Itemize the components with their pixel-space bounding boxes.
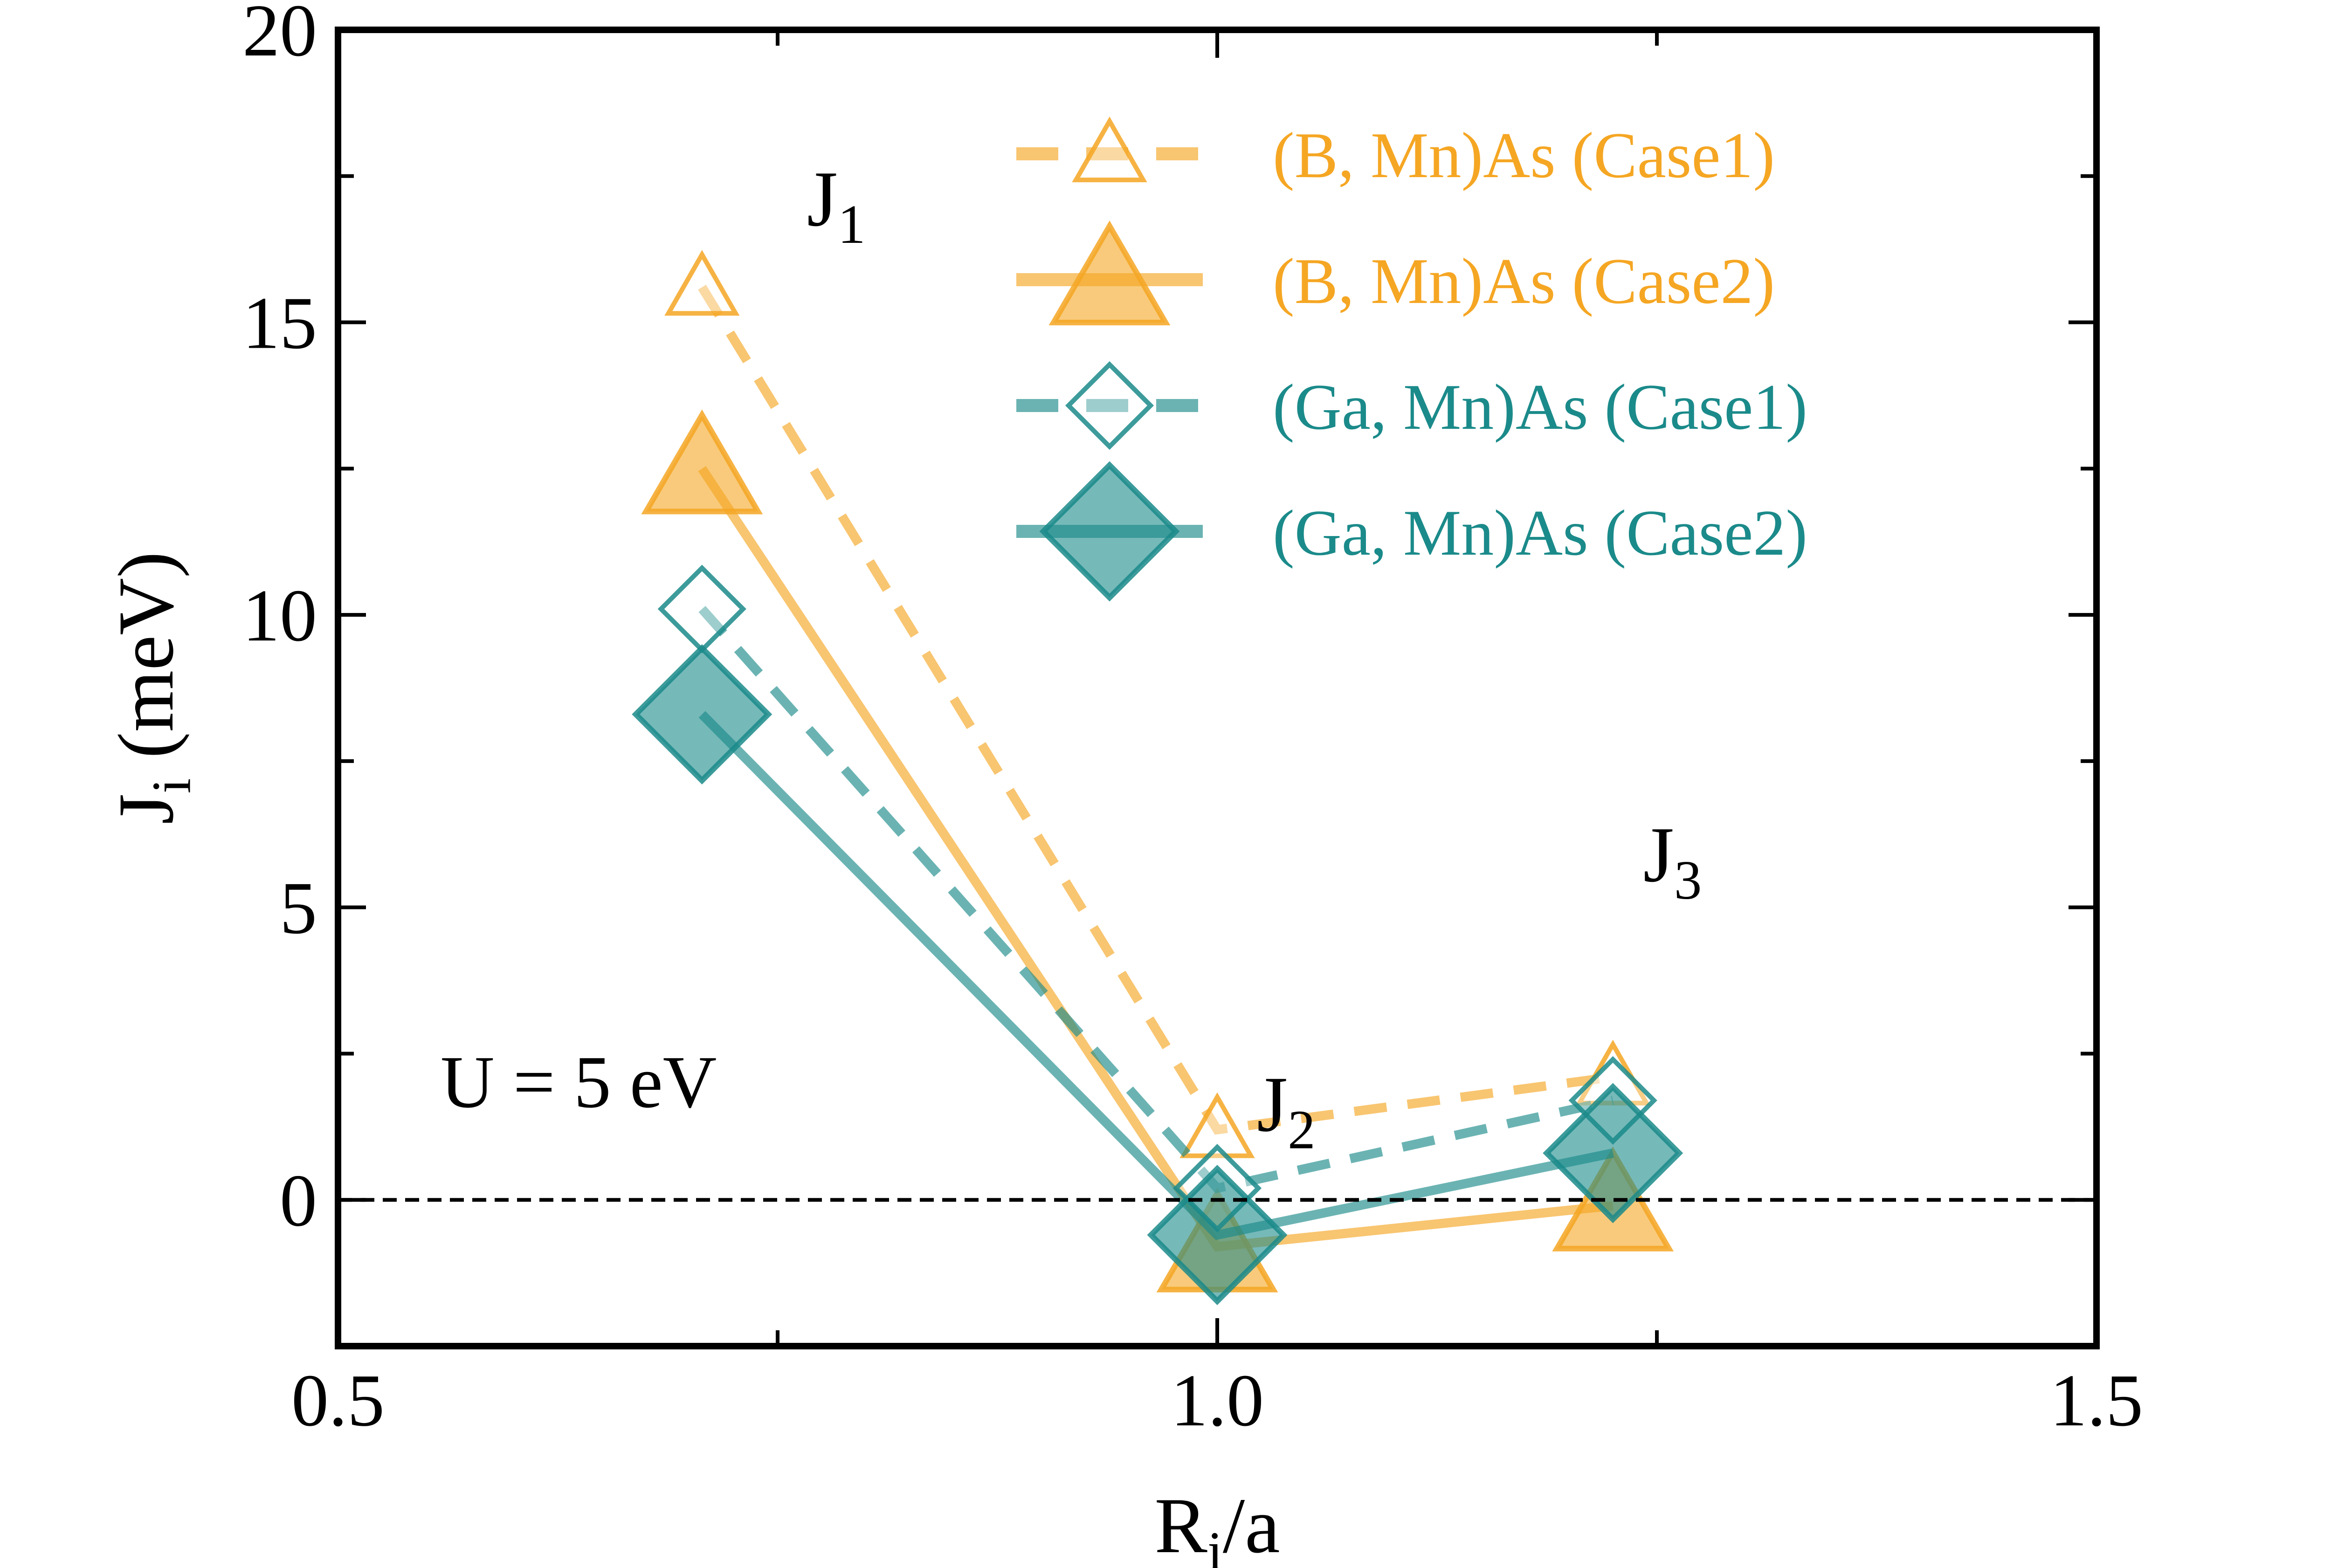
x-tick-label: 1.0 <box>1171 1359 1264 1442</box>
point-label-j1: J1 <box>807 155 866 255</box>
data-point <box>1147 1165 1288 1306</box>
x-tick-label: 1.5 <box>2050 1359 2143 1442</box>
series-3 <box>657 564 1657 1233</box>
y-tick-label: 10 <box>242 574 317 657</box>
series-layer <box>632 250 1683 1306</box>
point-label-j2: J2 <box>1257 1060 1316 1160</box>
legend-item-4: (Ga, Mn)As (Case2) <box>1016 461 1807 602</box>
series-1 <box>664 250 1651 1158</box>
legend: (B, Mn)As (Case1) (B, Mn)As (Case2) (Ga, M… <box>1016 116 1807 602</box>
legend-label: (Ga, Mn)As (Case1) <box>1273 371 1807 443</box>
point-label-j3: J3 <box>1643 811 1702 911</box>
data-point <box>657 564 746 653</box>
x-tick-label: 0.5 <box>291 1359 385 1442</box>
x-axis-label: Ri/a <box>1154 1482 1280 1568</box>
legend-marker <box>1065 361 1154 450</box>
legend-marker <box>1039 461 1180 602</box>
data-point <box>1179 1092 1255 1158</box>
annotation-u: U = 5 eV <box>441 1040 717 1123</box>
y-tick-label: 5 <box>280 867 317 949</box>
series-4 <box>632 644 1683 1306</box>
legend-item-3: (Ga, Mn)As (Case1) <box>1016 361 1807 450</box>
y-axis-label: Ji (meV) <box>102 551 202 824</box>
y-tick-label: 15 <box>242 282 317 364</box>
data-point <box>641 409 763 515</box>
y-tick-label: 0 <box>280 1159 317 1242</box>
legend-label: (Ga, Mn)As (Case2) <box>1273 497 1807 569</box>
series-line <box>698 285 1614 1135</box>
legend-label: (B, Mn)As (Case2) <box>1273 245 1775 317</box>
legend-marker <box>1048 220 1171 325</box>
legend-item-2: (B, Mn)As (Case2) <box>1016 220 1775 325</box>
legend-label: (B, Mn)As (Case1) <box>1273 119 1775 192</box>
data-point <box>1543 1083 1683 1224</box>
data-point <box>632 644 772 784</box>
legend-marker <box>1072 116 1147 182</box>
y-tick-label: 20 <box>242 0 317 72</box>
legend-item-1: (B, Mn)As (Case1) <box>1016 116 1775 192</box>
data-point <box>664 250 740 316</box>
series-line <box>698 605 1614 1194</box>
